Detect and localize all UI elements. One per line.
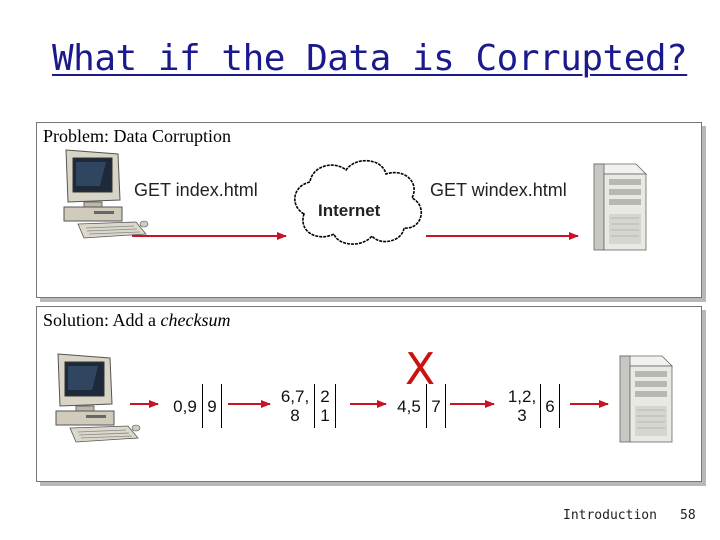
server-icon (593, 163, 647, 251)
internet-label: Internet (318, 201, 381, 220)
packet-4: 1,2, 3 6 (504, 384, 560, 428)
packet-2: 6,7, 8 2 1 (276, 384, 336, 428)
packet-data: 4,5 (397, 396, 421, 416)
packet-data: 1,2, 3 (507, 387, 537, 425)
packet-data: 6,7, 8 (280, 387, 310, 425)
packet-checksum: 2 1 (314, 384, 336, 428)
packet-1: 0,9 9 (168, 384, 222, 428)
solution-label-prefix: Solution: Add a (43, 310, 161, 330)
internet-cloud-icon (294, 159, 423, 245)
slide-title: What if the Data is Corrupted? (52, 38, 688, 79)
solution-label-emphasis: checksum (160, 310, 231, 330)
server-icon (619, 355, 673, 443)
corruption-x-mark: X (405, 344, 436, 395)
sent-request-label: GET index.html (134, 180, 258, 200)
client-computer-icon (55, 353, 141, 443)
received-request-label: GET windex.html (430, 180, 567, 200)
packet-checksum: 6 (540, 384, 560, 428)
packet-checksum: 9 (202, 384, 222, 428)
footer-section-label: Introduction (563, 508, 657, 523)
page-number: 58 (680, 508, 696, 523)
solution-panel: Solution: Add a checksum (36, 306, 702, 482)
packet-data: 0,9 (173, 396, 197, 416)
problem-label: Problem: Data Corruption (43, 126, 231, 146)
packet-3: 4,5 7 (392, 384, 446, 428)
solution-label: Solution: Add a checksum (43, 310, 230, 331)
packet-checksum: 7 (426, 384, 446, 428)
